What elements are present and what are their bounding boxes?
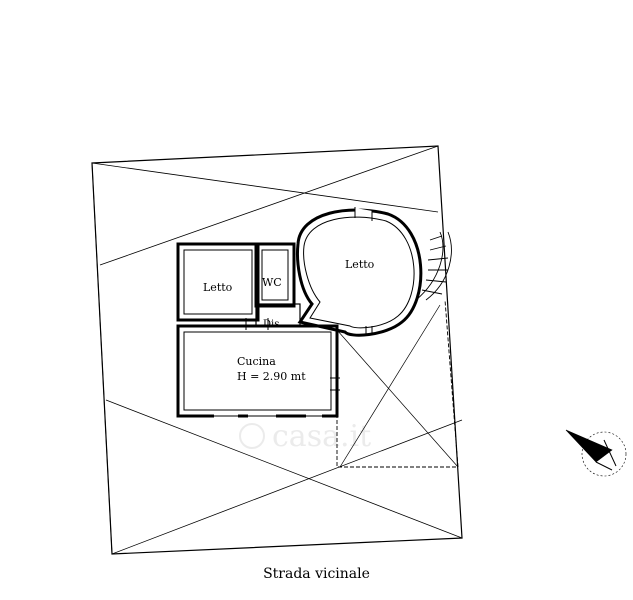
room-letto-left bbox=[176, 242, 260, 322]
north-arrow-icon bbox=[565, 429, 627, 477]
room-wc bbox=[254, 242, 296, 308]
label-dis: Dis. bbox=[263, 319, 283, 330]
watermark: casa.it bbox=[239, 419, 371, 454]
label-letto-round: Letto bbox=[345, 258, 375, 271]
building-walls bbox=[176, 207, 423, 418]
street-label: Strada vicinale bbox=[263, 566, 370, 582]
label-letto-left: Letto bbox=[203, 281, 233, 294]
spiral-stair bbox=[415, 231, 452, 301]
label-cucina-height: H = 2.90 mt bbox=[237, 370, 306, 383]
watermark-text: casa.it bbox=[272, 419, 371, 454]
room-letto-round bbox=[296, 208, 423, 337]
yard-diagonals bbox=[91, 145, 463, 555]
label-cucina: Cucina bbox=[237, 355, 276, 368]
label-wc: WC bbox=[262, 276, 282, 289]
